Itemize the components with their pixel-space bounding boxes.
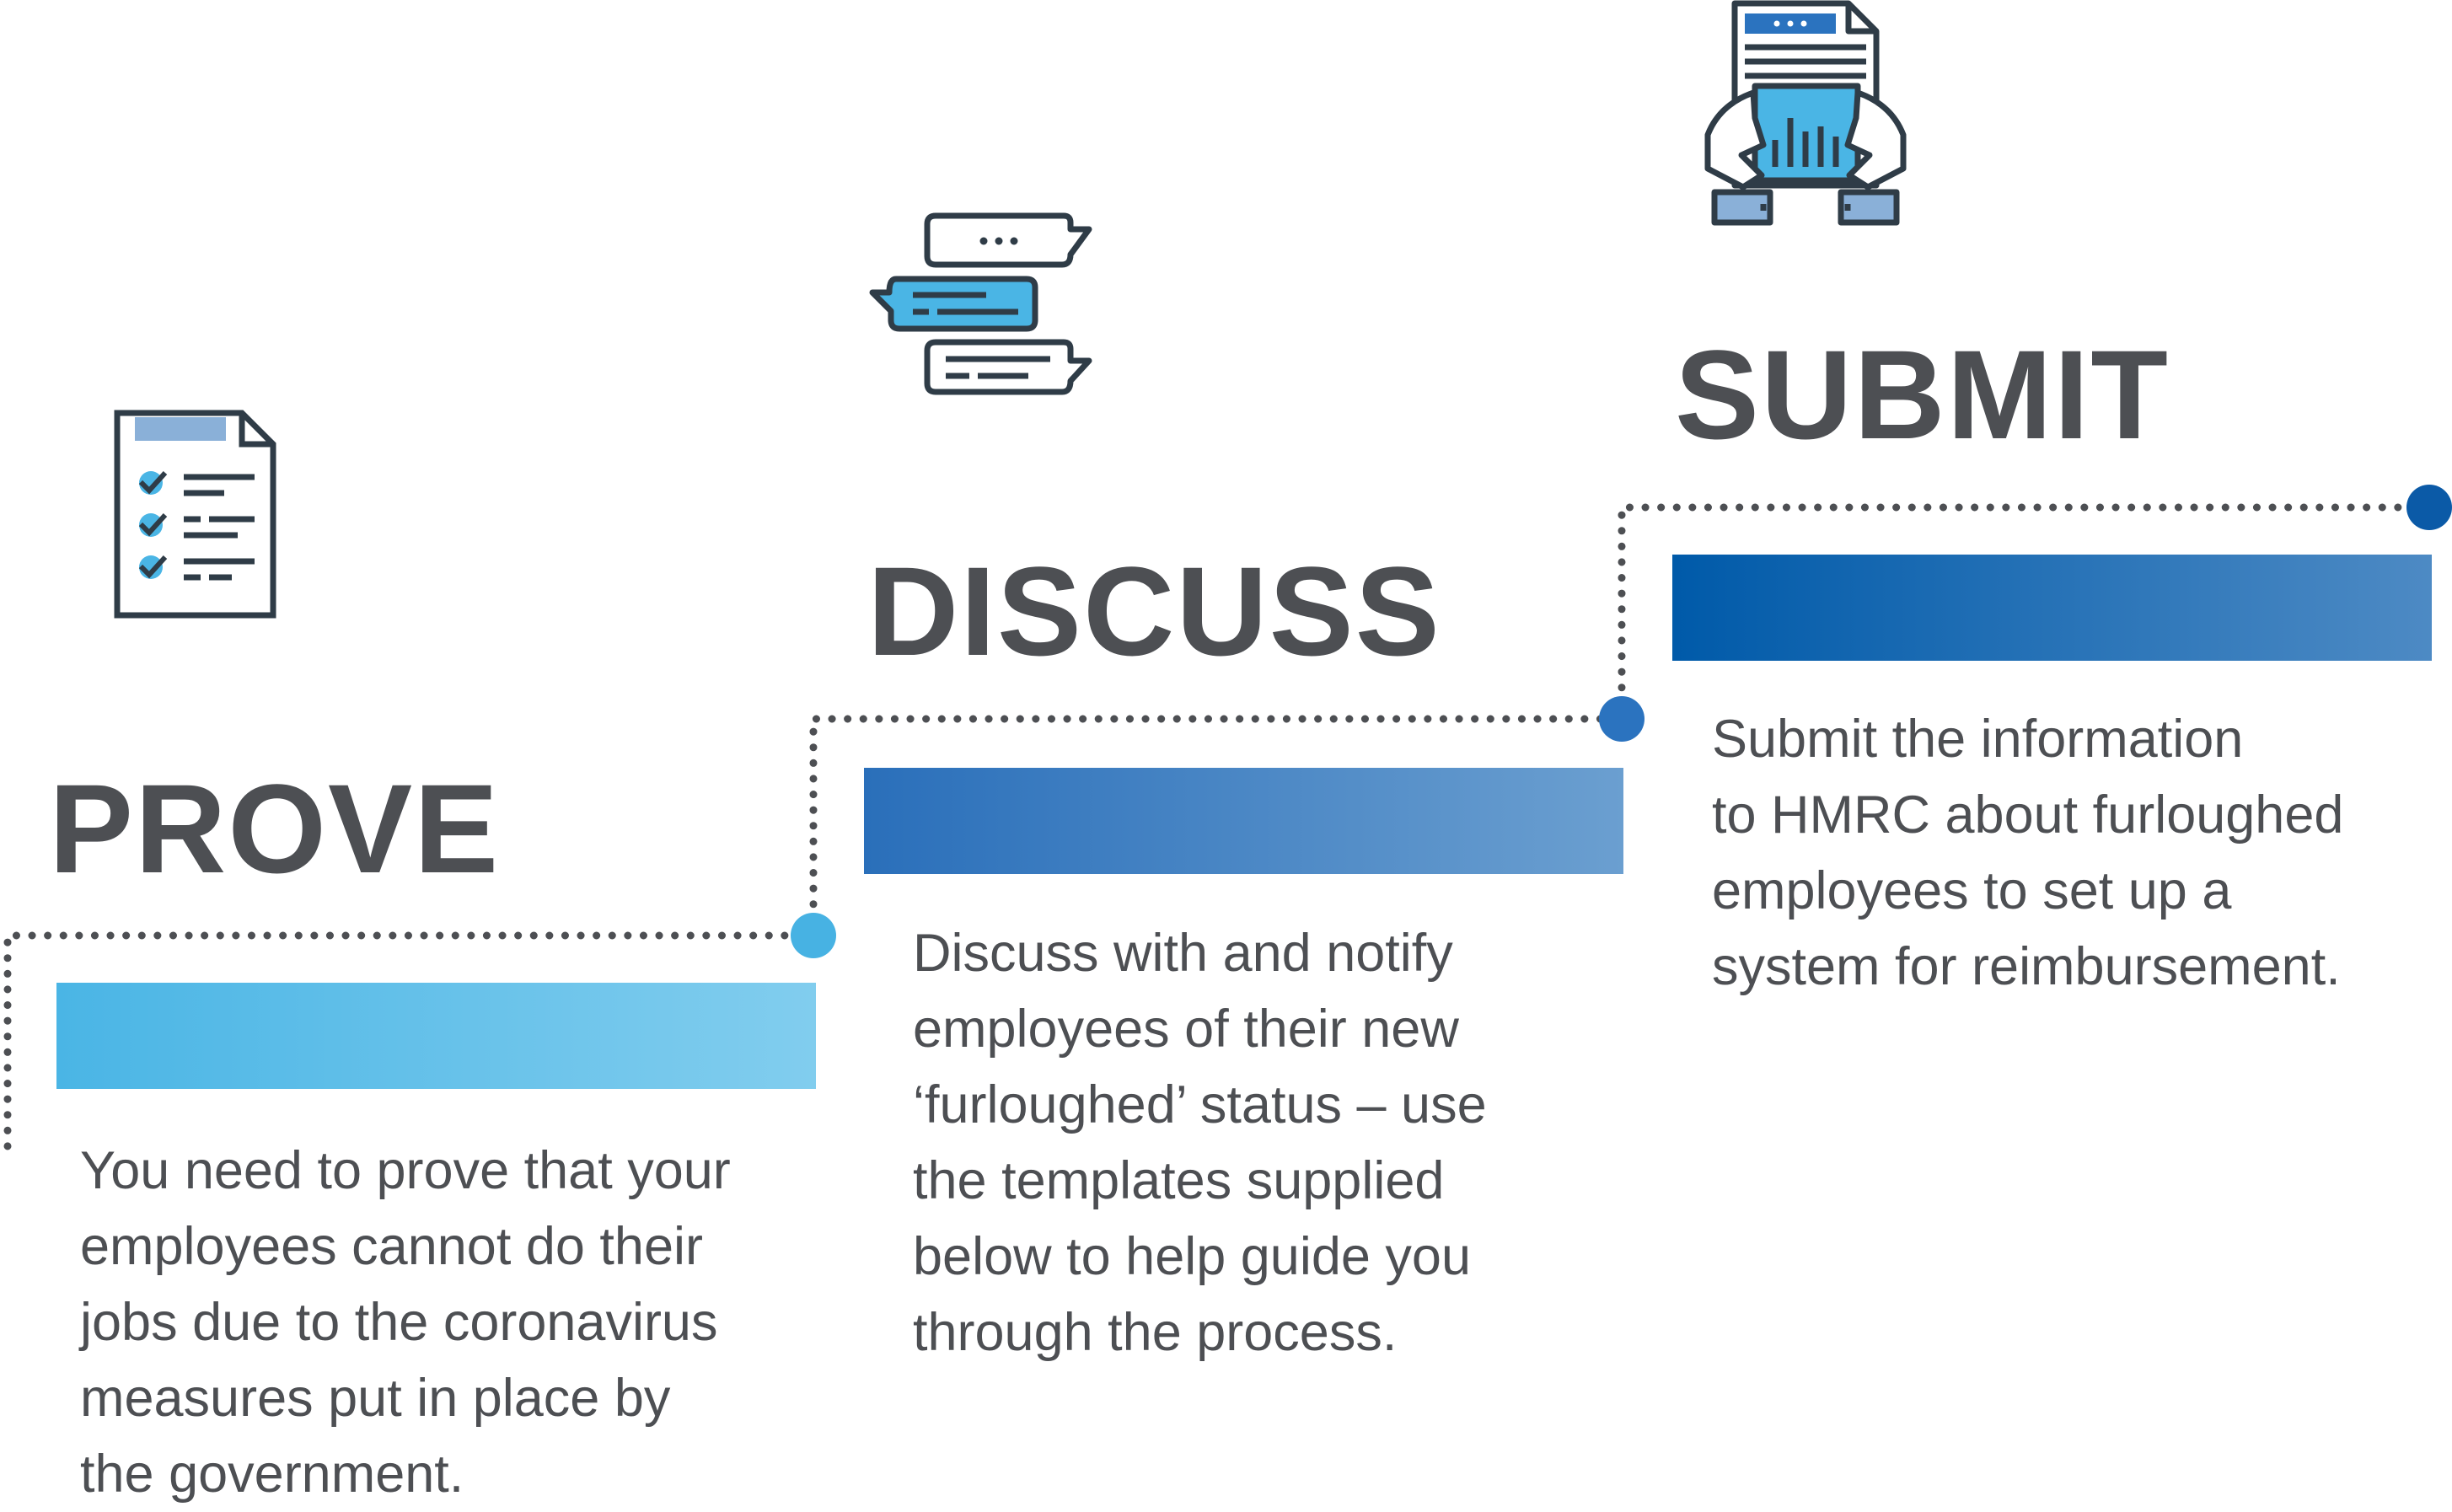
step-description-prove: You need to prove that your employees ca… xyxy=(80,1141,731,1504)
step-node-discuss xyxy=(1599,696,1645,742)
step-title-discuss: DISCUSS xyxy=(867,540,1441,682)
tablet-report-icon xyxy=(1704,0,1907,226)
step-description-submit: Submit the information to HMRC about fur… xyxy=(1712,710,2344,996)
step-description-discuss: Discuss with and notify employees of the… xyxy=(913,924,1487,1362)
chat-bubbles-icon xyxy=(869,212,1092,395)
bar-discuss xyxy=(864,768,1623,874)
step-node-submit xyxy=(2406,485,2452,530)
dotted-connector xyxy=(3,503,2432,1150)
checklist-document-icon xyxy=(114,410,276,619)
bar-submit xyxy=(1672,555,2432,661)
step-title-submit: SUBMIT xyxy=(1675,324,2170,465)
step-node-prove xyxy=(791,913,836,958)
step-title-prove: PROVE xyxy=(49,758,501,899)
bar-prove xyxy=(56,983,816,1089)
